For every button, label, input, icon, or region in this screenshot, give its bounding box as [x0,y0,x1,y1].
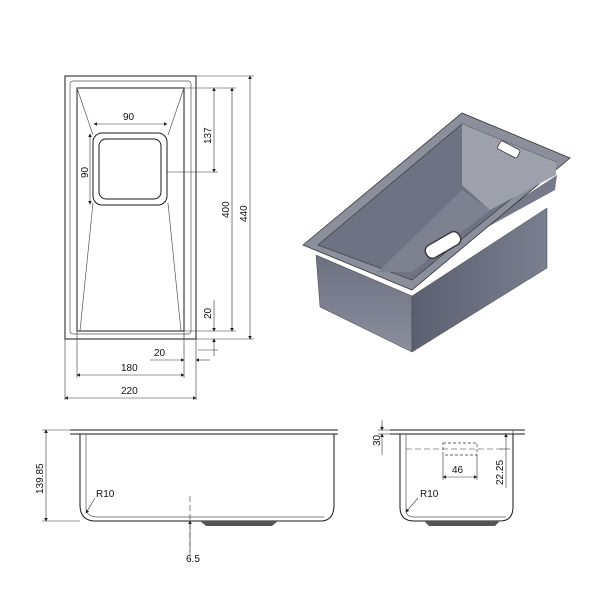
bowl-taper-lines [76,87,185,332]
dim-radius-side: R10 [96,489,115,500]
dim-137: 137 [203,127,214,144]
isometric-view [302,112,571,353]
drain-inner [98,138,162,200]
dim-440: 440 [239,205,250,222]
iso-front-face [411,207,548,353]
dim-slot-height: 22.25 [495,460,506,485]
drain-outer [92,132,168,206]
dim-hole-height: 90 [80,166,91,178]
dim-drop: 6.5 [186,554,200,565]
dim-20-right: 20 [203,307,214,319]
end-view: 30 46 22.25 R10 [372,420,525,526]
top-view-dimensions: 90 90 137 400 440 20 20 [64,75,254,400]
dim-flange: 30 [372,434,383,446]
iso-overflow-slot [497,140,521,159]
iso-drain-slot [424,230,462,260]
iso-inner-floor [378,190,490,272]
dim-20-bottom: 20 [154,348,166,359]
dim-220: 220 [121,386,138,397]
side-bowl-profile [79,434,335,522]
sink-outline-inner [69,80,192,335]
side-drain [200,521,278,526]
dim-radius-end: R10 [420,489,439,500]
side-view: 6.5 139.85 R10 [35,429,338,565]
dim-height: 139.85 [35,463,46,494]
sink-outline-outer [64,75,197,340]
iso-inner-back-wall [462,124,556,210]
end-drain [424,521,500,526]
dim-180: 180 [121,363,138,374]
bowl-outline [76,87,185,332]
dim-400: 400 [221,201,232,218]
dim-slot-width: 46 [452,465,464,476]
dim-hole-width: 90 [123,112,135,123]
top-view [64,75,197,340]
